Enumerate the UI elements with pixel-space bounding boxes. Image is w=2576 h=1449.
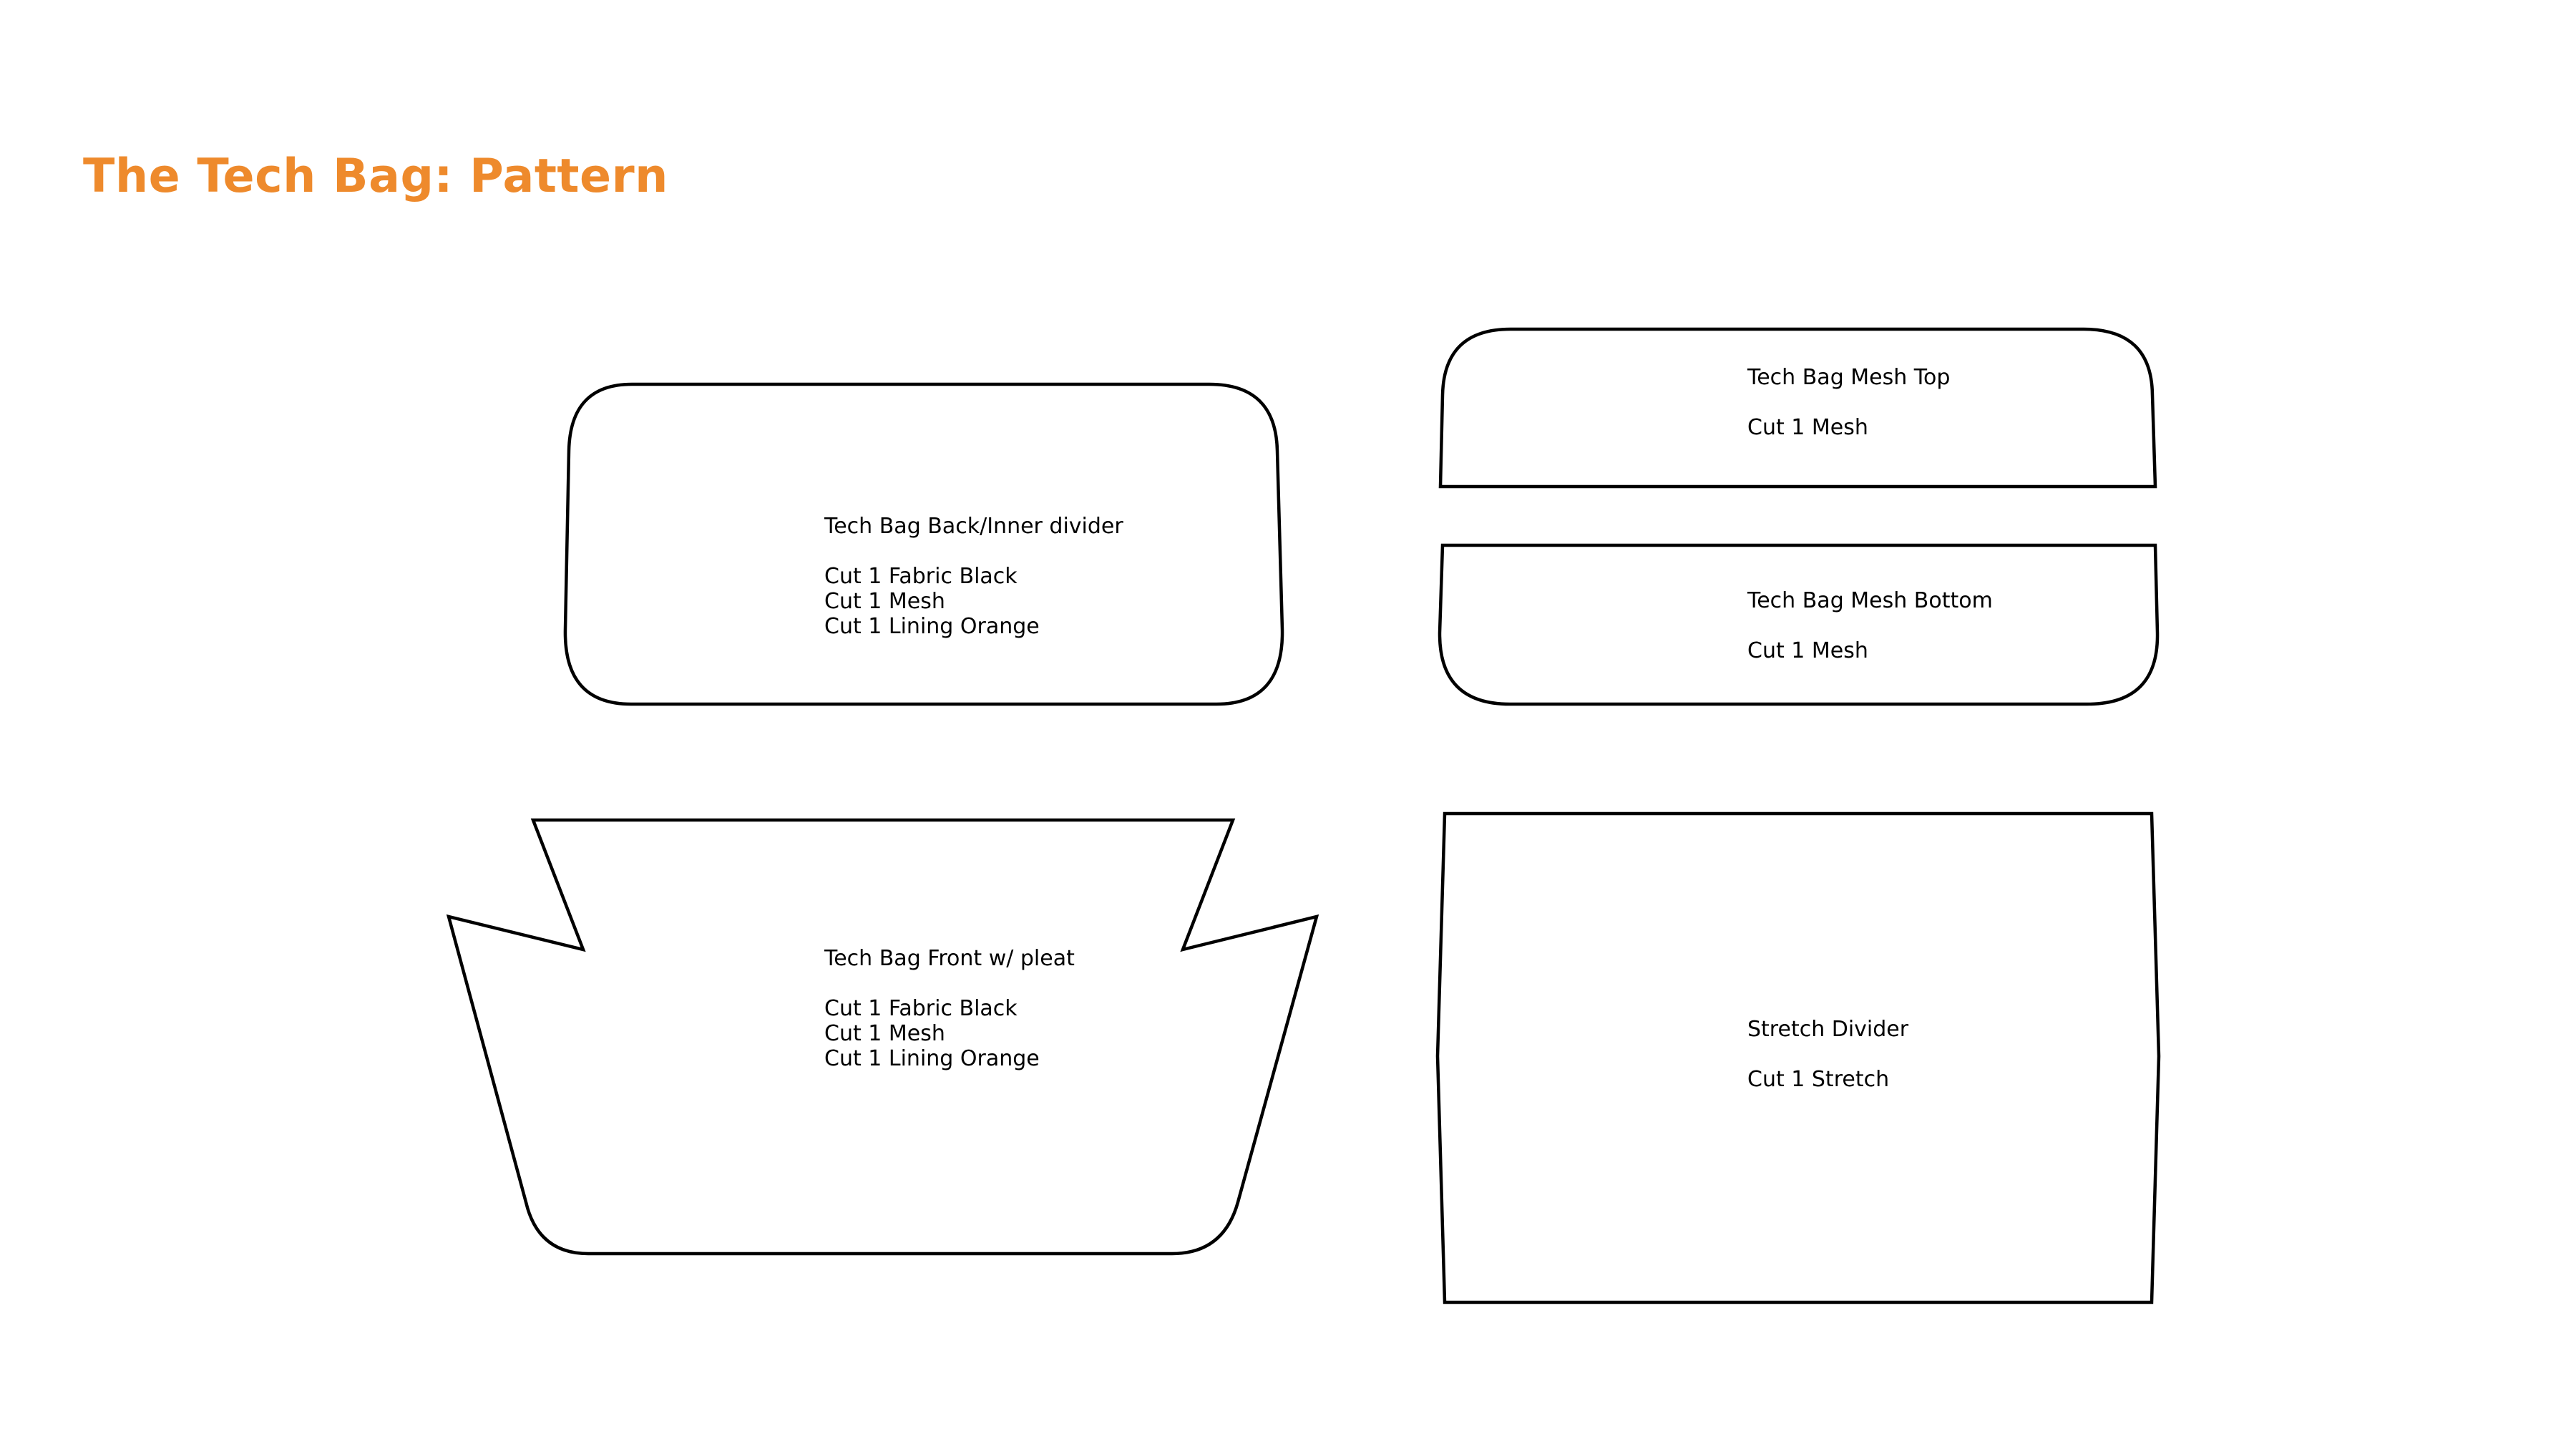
- mesh-top-label: Tech Bag Mesh Top Cut 1 Mesh: [1747, 365, 1950, 440]
- cut-instruction: Cut 1 Fabric Black: [824, 996, 1018, 1021]
- piece-name: Tech Bag Back/Inner divider: [824, 514, 1123, 539]
- back-divider-outline: [563, 382, 1284, 706]
- piece-name: Tech Bag Mesh Bottom: [1747, 588, 1993, 613]
- cut-instruction: Cut 1 Mesh: [824, 589, 945, 614]
- cut-instruction: Cut 1 Mesh: [824, 1021, 945, 1046]
- piece-name: Tech Bag Mesh Top: [1747, 365, 1951, 390]
- piece-name: Tech Bag Front w/ pleat: [824, 946, 1075, 971]
- cut-instruction: Cut 1 Stretch: [1747, 1067, 1890, 1092]
- mesh-top-outline: [1438, 327, 2157, 489]
- cut-instruction: Cut 1 Mesh: [1747, 415, 1868, 440]
- mesh-bottom-outline: [1438, 543, 2160, 706]
- front-pleat-outline: [446, 818, 1319, 1256]
- front-pleat-label: Tech Bag Front w/ pleat Cut 1 Fabric Bla…: [824, 946, 1075, 1071]
- cut-instruction: Cut 1 Lining Orange: [824, 1046, 1040, 1071]
- cut-instruction: Cut 1 Fabric Black: [824, 564, 1018, 589]
- stretch-divider-outline: [1435, 811, 2161, 1304]
- mesh-bottom-label: Tech Bag Mesh Bottom Cut 1 Mesh: [1747, 588, 1993, 663]
- stretch-divider-label: Stretch Divider Cut 1 Stretch: [1747, 1017, 1908, 1092]
- cut-instruction: Cut 1 Lining Orange: [824, 614, 1040, 639]
- piece-name: Stretch Divider: [1747, 1017, 1909, 1042]
- back-divider-label: Tech Bag Back/Inner divider Cut 1 Fabric…: [824, 514, 1123, 639]
- page-title: The Tech Bag: Pattern: [83, 150, 668, 203]
- cut-instruction: Cut 1 Mesh: [1747, 638, 1868, 663]
